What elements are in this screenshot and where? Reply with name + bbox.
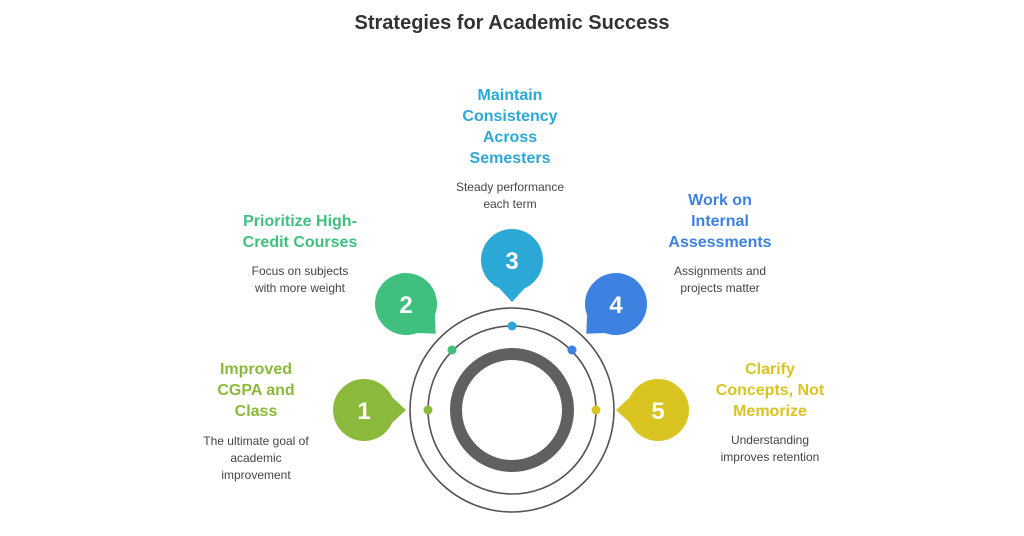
marker-dot-4 xyxy=(567,345,577,355)
step-badge-2-shape xyxy=(374,272,437,335)
step-badge-2[interactable]: 2 xyxy=(374,272,437,335)
step-description-3: Steady performance each term xyxy=(455,180,565,211)
step-number-3: 3 xyxy=(505,248,518,275)
marker-dot-2 xyxy=(447,345,457,355)
step-description-4: Assignments and projects matter xyxy=(673,264,767,295)
step-number-4: 4 xyxy=(609,292,623,319)
step-heading-1: Improved CGPA and Class xyxy=(217,361,295,420)
step-badge-3-shape xyxy=(480,229,543,302)
outer-ring xyxy=(409,307,615,513)
step-heading-2: Prioritize High- Credit Courses xyxy=(242,213,358,251)
step-heading-3: Maintain Consistency Across Semesters xyxy=(462,87,558,167)
page-title: Strategies for Academic Success xyxy=(354,12,670,34)
step-description-5: Understanding improves retention xyxy=(720,433,820,464)
core-ring xyxy=(450,348,574,472)
step-description-1: The ultimate goal of academic improvemen… xyxy=(203,434,309,482)
step-number-1: 1 xyxy=(357,398,370,425)
step-badge-1[interactable]: 1 xyxy=(333,379,406,441)
step-description-2: Focus on subjects with more weight xyxy=(251,264,349,295)
marker-dot-3 xyxy=(507,321,517,331)
marker-dot-5 xyxy=(591,405,601,415)
step-badge-4[interactable]: 4 xyxy=(585,272,648,335)
step-badge-3[interactable]: 3 xyxy=(480,229,543,302)
step-badge-5[interactable]: 5 xyxy=(616,379,689,441)
step-heading-5: Clarify Concepts, Not Memorize xyxy=(715,361,825,420)
step-badge-5-shape xyxy=(616,379,689,441)
step-heading-4: Work on Internal Assessments xyxy=(668,192,772,251)
step-badge-1-shape xyxy=(333,379,406,441)
step-number-5: 5 xyxy=(651,398,664,425)
marker-dot-1 xyxy=(423,405,433,415)
step-badge-4-shape xyxy=(585,272,648,335)
step-number-2: 2 xyxy=(399,292,412,319)
